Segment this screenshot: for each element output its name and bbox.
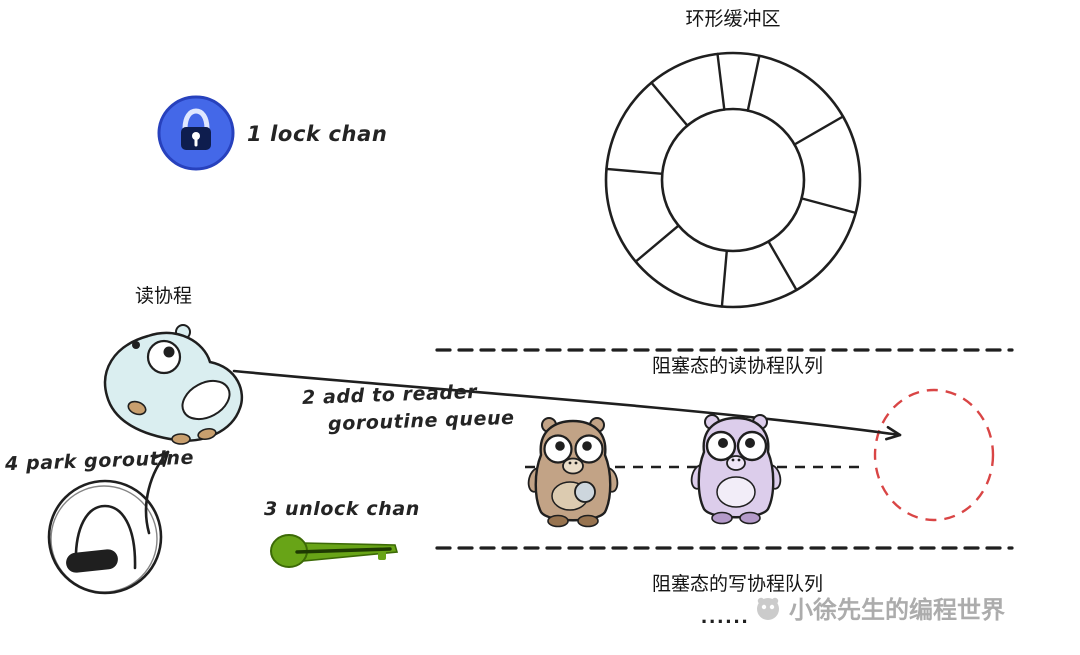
watermark-text: 小徐先生的编程世界 [789, 597, 1005, 624]
reader-gopher-nose [132, 341, 140, 349]
reader-gopher-pupil [163, 346, 175, 358]
park-goroutine-arrow [144, 450, 170, 535]
step3-unlock-chan-label: 3 unlock chan [264, 498, 420, 520]
reader-gopher-foot [197, 427, 217, 441]
lock-keyhole [192, 132, 200, 140]
reader-goroutine-label: 读协程 [135, 286, 193, 307]
reader-gopher-belly [181, 379, 231, 421]
reader-gopher-eye [146, 339, 182, 375]
blocked-write-queue-label: 阻塞态的写协程队列 [652, 574, 824, 595]
watermark: 小徐先生的编程世界 [753, 590, 1005, 625]
empty-queue-slot [873, 388, 995, 522]
reader-gopher-paw [127, 400, 147, 416]
park-spot-icon [47, 479, 163, 595]
blocked-gopher-brown [527, 417, 619, 528]
key-icon [270, 534, 399, 568]
queue-divider-lines [435, 348, 1014, 550]
watermark-mascot-icon [757, 597, 779, 620]
lock-shackle [182, 108, 210, 132]
reader-gopher-foot [171, 433, 191, 445]
queue-ellipsis: ...... [701, 603, 750, 628]
blocked-read-queue-label: 阻塞态的读协程队列 [652, 356, 824, 377]
step1-lock-chan-label: 1 lock chan [247, 122, 388, 146]
ring-buffer-title: 环形缓冲区 [685, 9, 781, 30]
reader-gopher [103, 324, 244, 445]
gopher-orb [574, 481, 596, 503]
add-to-queue-arrow [232, 369, 902, 441]
lock-icon [157, 95, 235, 171]
blocked-gopher-purple [690, 414, 782, 525]
ring-buffer-segments [605, 52, 857, 308]
ring-buffer-diagram [604, 51, 862, 309]
